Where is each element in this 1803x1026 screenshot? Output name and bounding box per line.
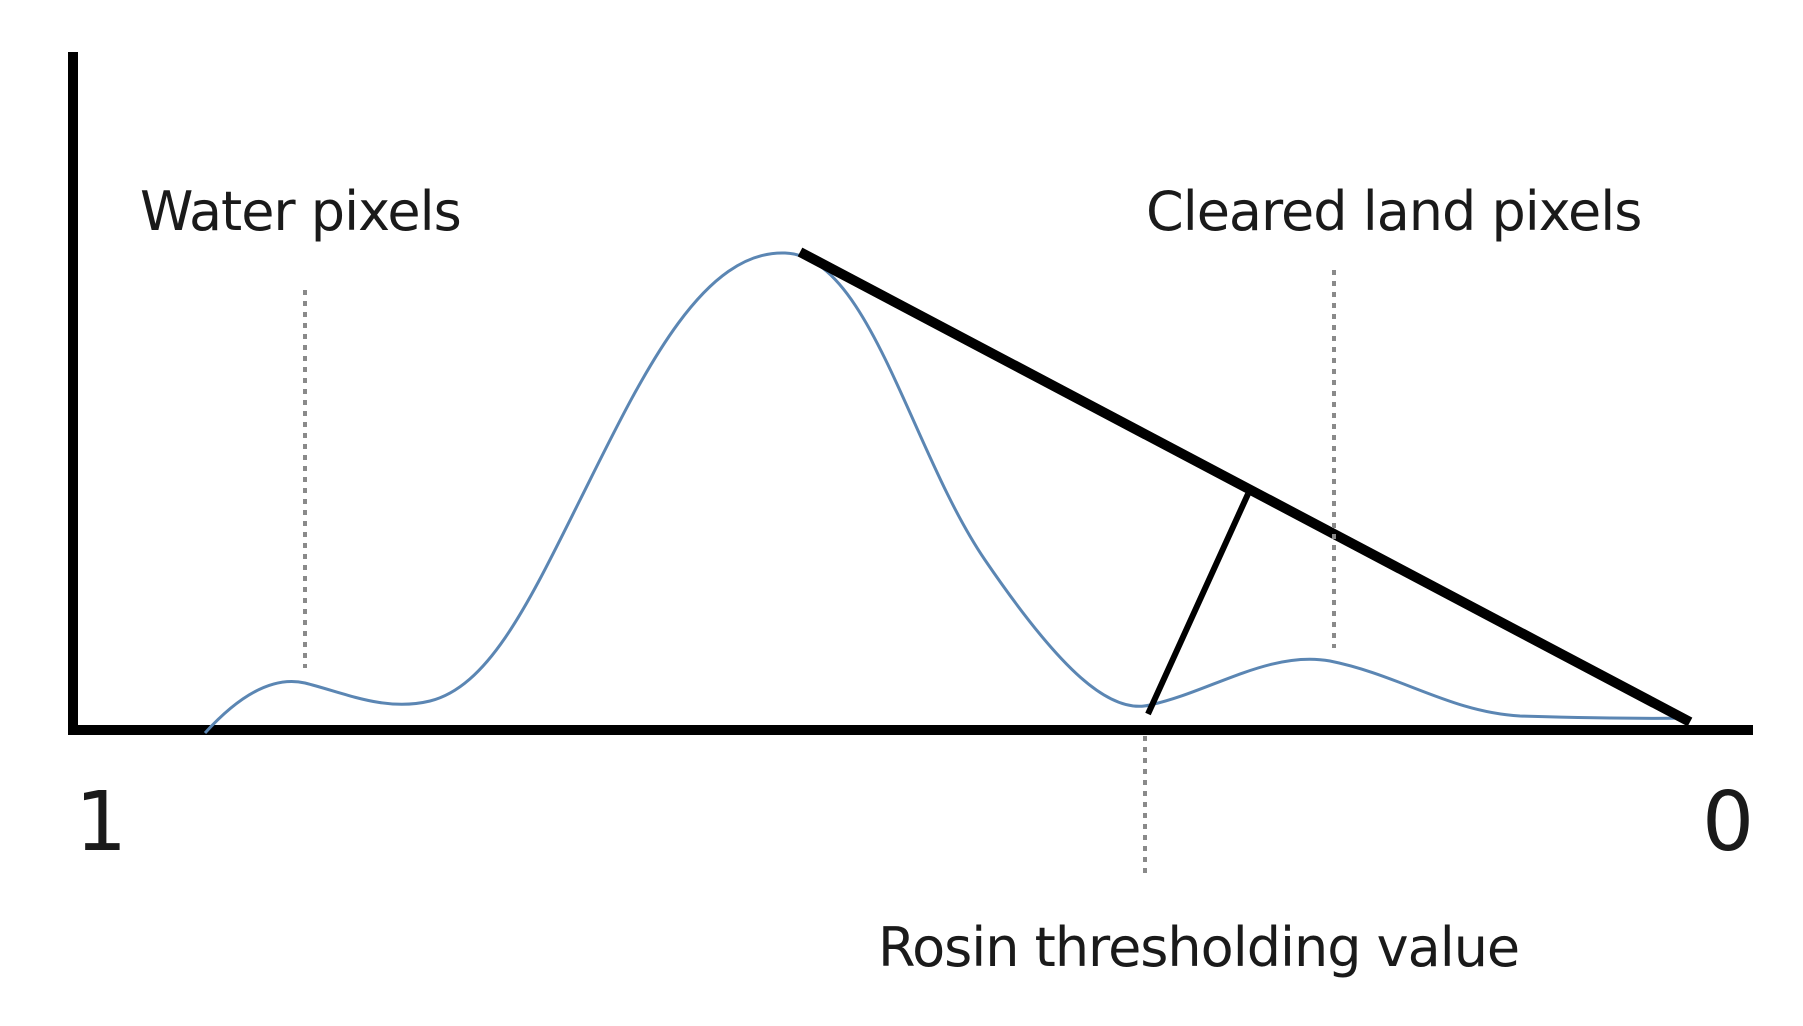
axis-label-left: 1 [75, 775, 127, 870]
rosin-threshold-label: Rosin thresholding value [878, 916, 1519, 979]
cleared-land-pixels-label: Cleared land pixels [1146, 180, 1641, 243]
perpendicular-line [1145, 492, 1251, 716]
peak-to-tail-line [797, 247, 1693, 727]
axis-label-right: 0 [1702, 775, 1754, 870]
water-pixels-label: Water pixels [140, 180, 461, 243]
histogram-curve [203, 251, 1691, 735]
